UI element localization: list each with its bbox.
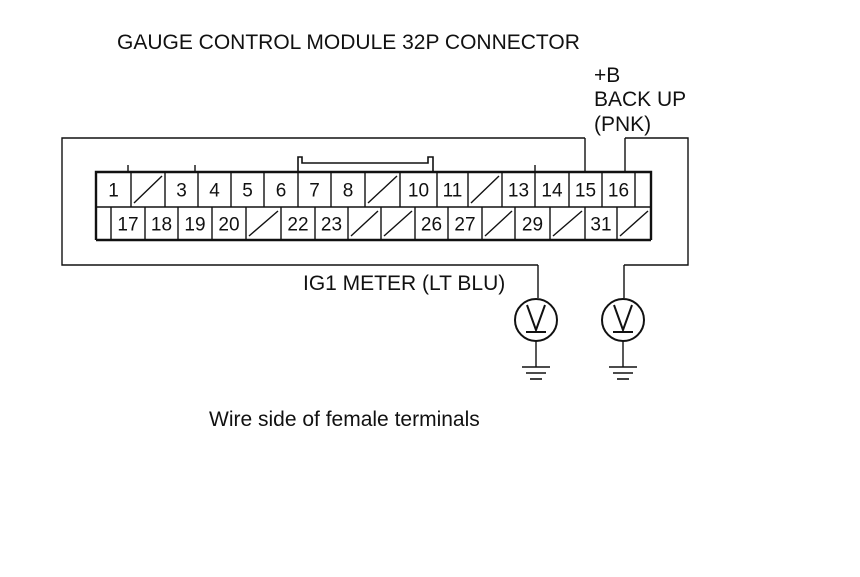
- terminal-26-label: 26: [421, 215, 442, 236]
- ground-icon: [522, 366, 550, 380]
- voltmeter-icon: [601, 298, 645, 342]
- ground-icon: [609, 366, 637, 380]
- empty-terminal-slash: [383, 210, 413, 237]
- ig1-meter-label: IG1 METER (LT BLU): [303, 272, 505, 295]
- terminal-14-label: 14: [541, 181, 563, 202]
- empty-terminal-slash: [133, 175, 163, 204]
- terminal-16-label: 16: [608, 181, 629, 202]
- terminal-7-label: 7: [309, 181, 320, 202]
- empty-terminal-slash: [470, 175, 500, 204]
- empty-terminal-slash: [350, 210, 379, 237]
- terminal-6-label: 6: [276, 181, 287, 202]
- voltmeter-ig1: [514, 298, 558, 380]
- voltmeter-v-symbol: [526, 304, 546, 333]
- diagram-title: GAUGE CONTROL MODULE 32P CONNECTOR: [117, 31, 580, 54]
- terminal-13-label: 13: [508, 181, 529, 202]
- connector-housing: [61, 137, 689, 266]
- terminal-3-label: 3: [176, 181, 187, 202]
- terminal-4-label: 4: [209, 181, 220, 202]
- terminal-22-label: 22: [287, 215, 308, 236]
- terminal-10-label: 10: [408, 181, 429, 202]
- empty-terminal-slash: [484, 210, 513, 237]
- empty-terminal-slash: [367, 175, 398, 204]
- terminal-31-label: 31: [590, 215, 611, 236]
- terminal-19-label: 19: [184, 215, 205, 236]
- backup-label: +B BACK UP (PNK): [594, 64, 686, 136]
- terminal-1-label: 1: [108, 181, 119, 202]
- terminal-18-label: 18: [151, 215, 172, 236]
- terminal-8-label: 8: [343, 181, 354, 202]
- caption: Wire side of female terminals: [209, 408, 480, 431]
- backup-label-line-1: +B: [594, 64, 620, 87]
- terminal-11-label: 11: [443, 181, 463, 202]
- terminal-27-label: 27: [454, 215, 475, 236]
- empty-terminal-slash: [552, 210, 583, 237]
- empty-terminal-slash: [248, 210, 279, 237]
- voltmeter-icon: [514, 298, 558, 342]
- terminal-5-label: 5: [242, 181, 253, 202]
- wires: [537, 138, 626, 298]
- terminal-29-label: 29: [522, 215, 543, 236]
- terminal-17-label: 17: [117, 215, 138, 236]
- backup-label-line-3: (PNK): [594, 113, 651, 136]
- terminal-15-label: 15: [575, 181, 596, 202]
- voltmeter-backup: [601, 298, 645, 380]
- backup-label-line-2: BACK UP: [594, 88, 686, 111]
- terminal-20-label: 20: [218, 215, 239, 236]
- voltmeter-v-symbol: [613, 304, 633, 333]
- terminal-23-label: 23: [321, 215, 342, 236]
- empty-terminal-slash: [619, 210, 649, 237]
